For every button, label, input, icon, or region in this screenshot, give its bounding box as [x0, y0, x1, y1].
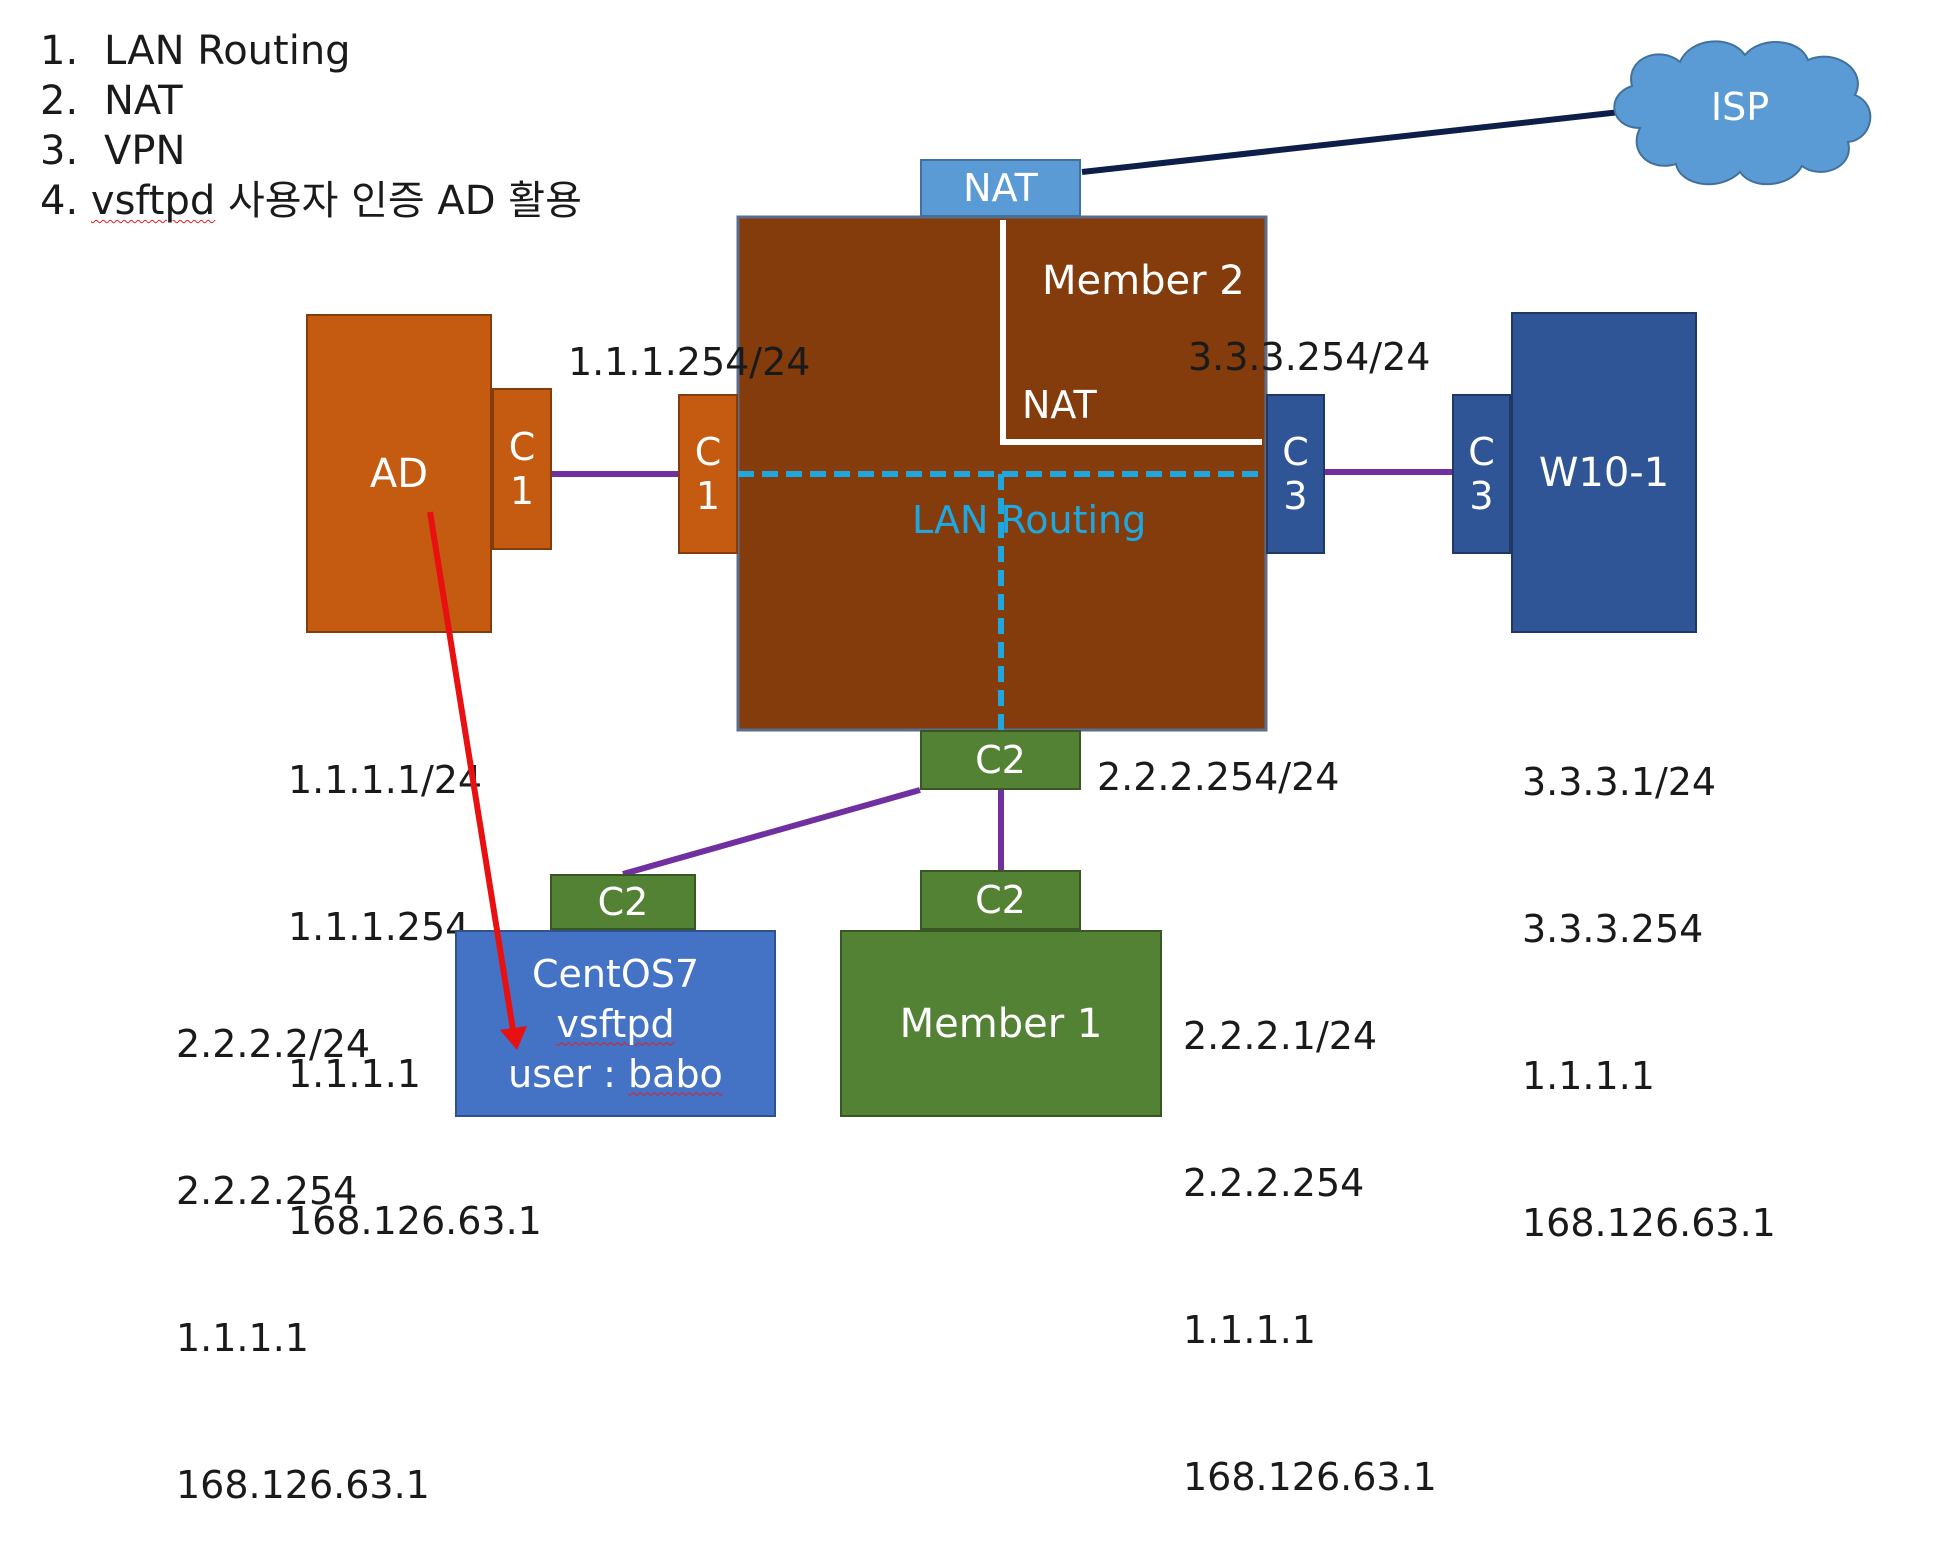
- member1-config: 2.2.2.1/24 2.2.2.254 1.1.1.1 168.126.63.…: [1183, 1014, 1437, 1499]
- isp-cloud-icon: [1613, 40, 1872, 186]
- ad-server-box: AD: [306, 314, 492, 633]
- task-item: 2.NAT: [40, 78, 183, 124]
- isp-link: [1081, 109, 1621, 175]
- router-ip-c2: 2.2.2.254/24: [1097, 755, 1340, 799]
- task-item: 4. vsftpd 사용자 인증 AD 활용: [40, 178, 582, 224]
- lan-routing-label: LAN Routing: [912, 498, 1147, 542]
- task-item: 1.LAN Routing: [40, 28, 351, 74]
- member2-boundary: [1000, 220, 1262, 445]
- nat-tab: NAT: [920, 159, 1081, 217]
- router-ip-c3: 3.3.3.254/24: [1188, 335, 1431, 379]
- nat-inner-label: NAT: [1022, 383, 1097, 427]
- network-diagram-canvas: [552, 40, 1872, 877]
- w10-config: 3.3.3.1/24 3.3.3.254 1.1.1.1 168.126.63.…: [1522, 760, 1776, 1245]
- link-router-centos: [622, 787, 921, 877]
- member1-port-c2: C2: [920, 870, 1081, 930]
- w10-client-box: W10-1: [1511, 312, 1697, 633]
- member1-server-box: Member 1: [840, 930, 1162, 1117]
- router-ip-c1: 1.1.1.254/24: [568, 340, 811, 384]
- isp-label: ISP: [1710, 85, 1770, 129]
- centos-port-c2: C2: [550, 874, 696, 930]
- task-item: 3.VPN: [40, 128, 186, 174]
- member2-label: Member 2: [1042, 258, 1245, 304]
- centos-config: 2.2.2.2/24 2.2.2.254 1.1.1.1 168.126.63.…: [176, 1022, 430, 1507]
- centos-server-box: CentOS7 vsftpd user : babo: [455, 930, 776, 1117]
- router-port-c2: C2: [920, 730, 1081, 790]
- task-list: 1.LAN Routing 2.NAT 3.VPN 4. vsftpd 사용자 …: [40, 26, 582, 226]
